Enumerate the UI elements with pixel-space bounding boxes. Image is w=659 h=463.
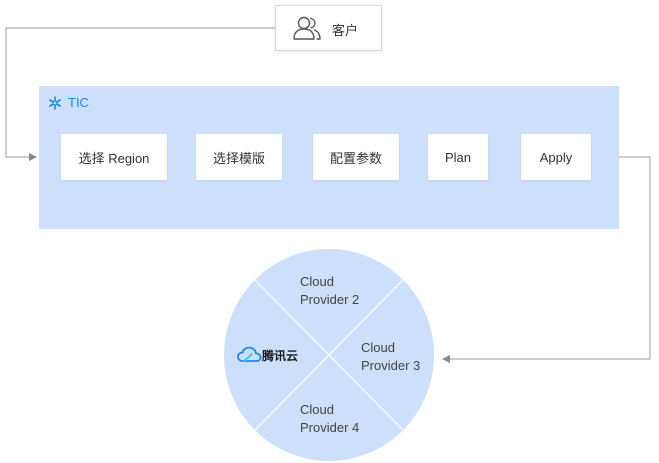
step-plan[interactable]: Plan [428,134,488,180]
step-label: 选择模版 [212,150,265,166]
circle-dividers [254,279,404,431]
users-icon [293,16,321,40]
provider-2-label: Cloud Provider 2 [300,274,360,307]
step-label: Apply [539,149,573,165]
step-label: 选择 Region [78,150,150,166]
step-configure-params[interactable]: 配置参数 [313,134,399,180]
customer-label: 客户 [332,23,359,38]
tic-label: TIC [68,95,89,110]
provider-4-label: Cloud Provider 4 [300,402,360,435]
customer-node[interactable]: 客户 [275,5,382,51]
step-select-region[interactable]: 选择 Region [61,134,167,180]
step-label: 配置参数 [329,150,382,166]
step-label: Plan [444,149,472,165]
tencent-cloud-label: 腾讯云 [262,349,299,363]
step-apply[interactable]: Apply [521,134,591,180]
cloud-providers-circle: 腾讯云 Cloud Provider 2 Cloud Provider 3 Cl… [224,249,434,461]
customer-to-tic-arrow [5,27,275,161]
tic-logo-icon [48,96,61,110]
apply-to-providers-arrow [442,156,651,363]
provider-3-label: Cloud Provider 3 [361,340,421,373]
tencent-cloud-icon [237,346,262,362]
step-select-template[interactable]: 选择模版 [196,134,282,180]
tic-panel: TIC 选择 Region 选择模版 配置参数 Plan Apply [39,86,619,229]
